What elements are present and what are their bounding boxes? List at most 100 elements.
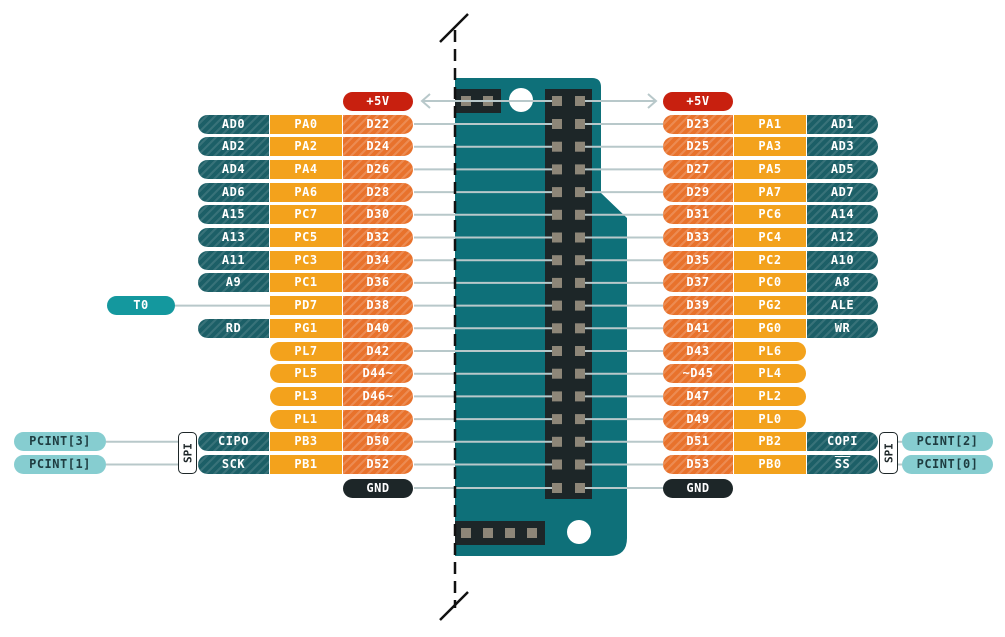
digital-pin-label: D53 bbox=[663, 455, 733, 474]
header-pin bbox=[552, 141, 562, 152]
digital-pin-label: D46~ bbox=[343, 386, 413, 406]
power-label: +5V bbox=[663, 91, 733, 111]
header-pin bbox=[552, 209, 562, 220]
digital-pin-label: D26 bbox=[343, 159, 413, 179]
port-label: PD7 bbox=[270, 296, 342, 316]
port-label: PA3 bbox=[734, 137, 806, 157]
spi-bracket: SPI bbox=[879, 431, 898, 474]
port-label: PA5 bbox=[734, 159, 806, 179]
digital-pin-label: D34 bbox=[343, 250, 413, 270]
spi-label: SPI bbox=[181, 442, 194, 463]
port-label: PC2 bbox=[734, 250, 806, 270]
header-pin bbox=[575, 164, 585, 175]
port-label: PB3 bbox=[270, 432, 342, 452]
port-label: PB0 bbox=[734, 455, 806, 474]
bottom-header-pin bbox=[483, 528, 493, 538]
gnd-label: GND bbox=[343, 478, 413, 498]
alt-function-label: A11 bbox=[198, 250, 269, 270]
digital-pin-label: D39 bbox=[663, 296, 733, 316]
port-label: PC0 bbox=[734, 273, 806, 293]
port-label: PA4 bbox=[270, 159, 342, 179]
header-pin bbox=[552, 391, 562, 402]
port-label: PC1 bbox=[270, 273, 342, 293]
header-pin bbox=[552, 368, 562, 379]
port-label: PC7 bbox=[270, 205, 342, 225]
header-pin bbox=[552, 119, 562, 129]
digital-pin-label: D38 bbox=[343, 296, 413, 316]
bottom-header-pin bbox=[527, 528, 537, 538]
header-pin bbox=[575, 436, 585, 447]
digital-pin-label: D30 bbox=[343, 205, 413, 225]
alt-function-label: A14 bbox=[807, 205, 878, 225]
pcint-label: PCINT[3] bbox=[14, 432, 106, 452]
port-label: PB1 bbox=[270, 455, 342, 474]
digital-pin-label: D41 bbox=[663, 318, 733, 338]
port-label: PA7 bbox=[734, 182, 806, 202]
header-pin bbox=[575, 141, 585, 152]
pcint-label: PCINT[0] bbox=[902, 455, 993, 474]
pcint-label: PCINT[1] bbox=[14, 455, 106, 474]
alt-function-label: CIPO bbox=[198, 432, 269, 452]
arrow-left-icon bbox=[420, 93, 431, 109]
arrow-right-icon bbox=[647, 93, 658, 109]
port-label: PA6 bbox=[270, 182, 342, 202]
digital-pin-label: D28 bbox=[343, 182, 413, 202]
port-label: PG2 bbox=[734, 296, 806, 316]
digital-pin-label: D32 bbox=[343, 228, 413, 247]
port-label: PL1 bbox=[270, 409, 342, 429]
digital-pin-label: D48 bbox=[343, 409, 413, 429]
header-pin bbox=[575, 414, 585, 425]
power-label: +5V bbox=[343, 91, 413, 111]
main-header bbox=[545, 89, 592, 499]
header-pin bbox=[552, 346, 562, 356]
alt-function-label: AD2 bbox=[198, 137, 269, 157]
header-pin bbox=[552, 436, 562, 447]
digital-pin-label: D22 bbox=[343, 114, 413, 134]
alt-function-label: AD7 bbox=[807, 182, 878, 202]
digital-pin-label: D23 bbox=[663, 114, 733, 134]
header-pin bbox=[575, 187, 585, 198]
port-label: PA1 bbox=[734, 114, 806, 134]
header-pin bbox=[575, 368, 585, 379]
header-pin bbox=[552, 300, 562, 311]
port-label: PC6 bbox=[734, 205, 806, 225]
alt-function-label: SCK bbox=[198, 455, 269, 474]
port-label: PC5 bbox=[270, 228, 342, 247]
pcint-label: PCINT[2] bbox=[902, 432, 993, 452]
spi-bracket: SPI bbox=[178, 431, 197, 474]
digital-pin-label: D37 bbox=[663, 273, 733, 293]
digital-pin-label: ~D45 bbox=[663, 364, 733, 384]
header-pin bbox=[575, 209, 585, 220]
header-pin bbox=[575, 483, 585, 493]
alt-function-label: AD0 bbox=[198, 114, 269, 134]
digital-pin-label: D49 bbox=[663, 409, 733, 429]
timer-label: T0 bbox=[107, 296, 175, 316]
port-label: PL4 bbox=[734, 364, 806, 384]
digital-pin-label: D31 bbox=[663, 205, 733, 225]
port-label: PA2 bbox=[270, 137, 342, 157]
gnd-label: GND bbox=[663, 478, 733, 498]
digital-pin-label: D24 bbox=[343, 137, 413, 157]
header-pin bbox=[575, 459, 585, 470]
port-label: PL0 bbox=[734, 409, 806, 429]
port-label: PG1 bbox=[270, 318, 342, 338]
alt-function-label: A12 bbox=[807, 228, 878, 247]
mounting-hole bbox=[567, 520, 591, 544]
alt-function-label: AD4 bbox=[198, 159, 269, 179]
header-pin bbox=[552, 459, 562, 470]
digital-pin-label: D33 bbox=[663, 228, 733, 247]
alt-function-label: AD3 bbox=[807, 137, 878, 157]
alt-function-label: A8 bbox=[807, 273, 878, 293]
spi-label: SPI bbox=[882, 442, 895, 463]
header-pin bbox=[552, 277, 562, 288]
board-body bbox=[455, 78, 627, 556]
digital-pin-label: D51 bbox=[663, 432, 733, 452]
digital-pin-label: D47 bbox=[663, 386, 733, 406]
digital-pin-label: D25 bbox=[663, 137, 733, 157]
digital-pin-label: D42 bbox=[343, 341, 413, 361]
port-label: PC4 bbox=[734, 228, 806, 247]
digital-pin-label: D43 bbox=[663, 341, 733, 361]
header-pin bbox=[552, 164, 562, 175]
